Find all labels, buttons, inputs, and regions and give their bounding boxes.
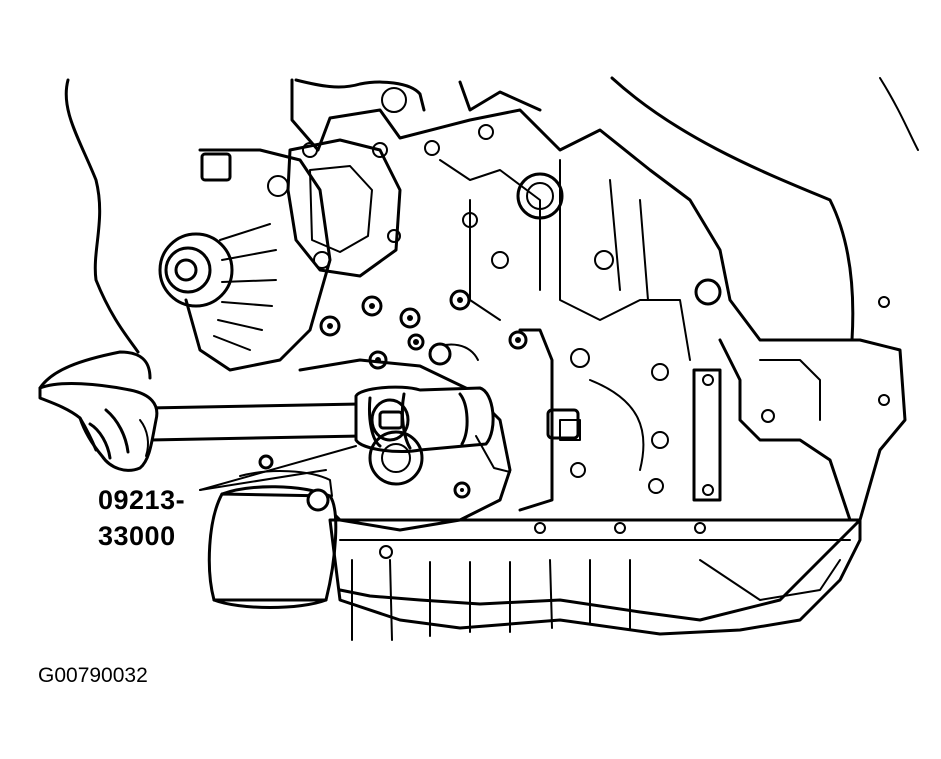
lower-block (559, 296, 890, 522)
callout-leader (199, 435, 511, 491)
oil-filter (207, 470, 338, 609)
figure-id: G00790032 (38, 664, 148, 687)
oil-pump-housing (298, 328, 580, 532)
tool-number-callout: 09213- 33000 (98, 482, 185, 554)
water-outlet-housing (286, 138, 402, 278)
mechanic-hand (38, 382, 159, 472)
tool-number-line1: 09213- (98, 485, 186, 515)
mechanic-arm (38, 78, 152, 390)
engine-block (290, 78, 907, 622)
socket-tool (146, 385, 495, 486)
oil-pan (328, 518, 862, 641)
tool-number-line2: 33000 (98, 521, 176, 551)
alternator (158, 148, 332, 372)
body-panel (610, 76, 919, 342)
